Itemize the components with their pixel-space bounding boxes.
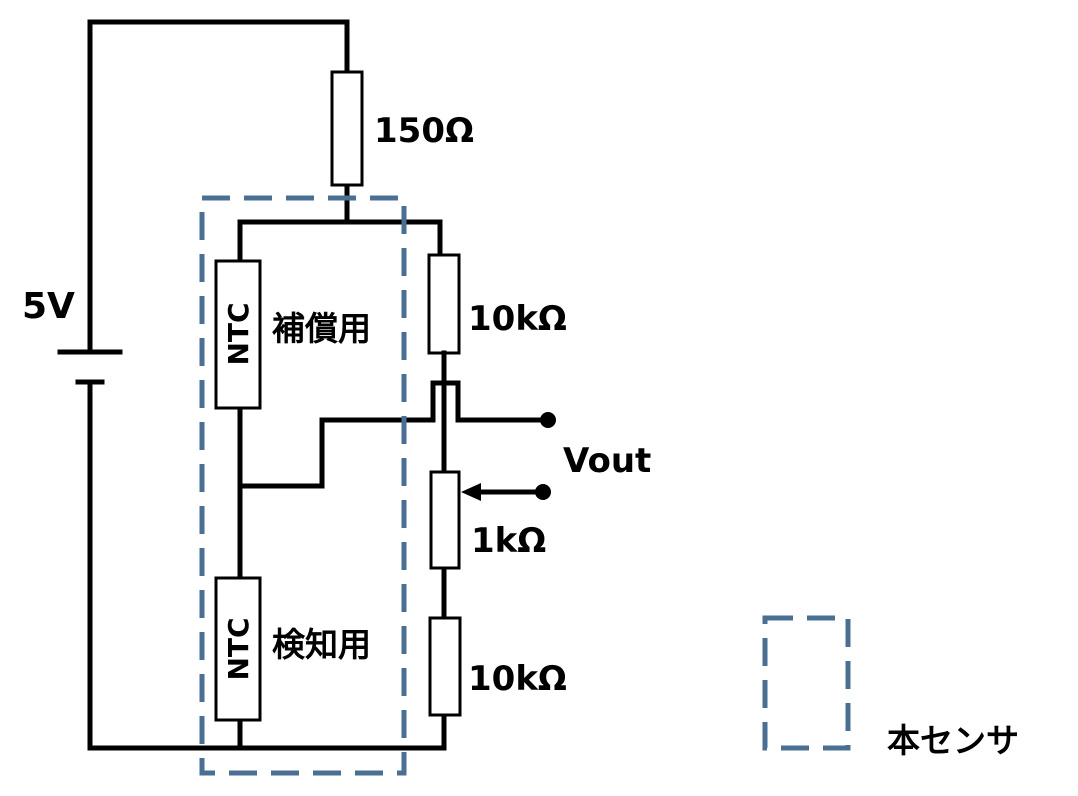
resistor-10k-lower <box>428 616 462 717</box>
ntc-compensation-label: 補償用 <box>272 309 371 348</box>
potentiometer-wiper-arrow <box>461 483 481 501</box>
legend-dashed-box <box>762 615 851 751</box>
resistor-10k-lower-label: 10kΩ <box>468 659 567 699</box>
supply-wiring <box>87 19 443 751</box>
wiper-terminal <box>535 484 551 500</box>
ntc-compensation-type: NTC <box>222 302 255 365</box>
potentiometer-1k <box>429 470 461 570</box>
resistor-10k-upper-label: 10kΩ <box>468 299 567 339</box>
ntc-detection-type: NTC <box>222 617 255 680</box>
ntc-detection-label: 検知用 <box>272 625 371 664</box>
resistor-10k-upper <box>427 253 461 355</box>
resistor-150-label: 150Ω <box>374 111 474 151</box>
resistor-150 <box>330 70 364 187</box>
vout-label: Vout <box>563 441 651 481</box>
legend-label: 本センサ <box>887 721 1019 760</box>
sensor-dashed-box <box>199 195 407 776</box>
ntc-compensation-thermistor <box>214 259 262 410</box>
supply-voltage-label: 5V <box>22 286 75 327</box>
vout-terminal <box>540 412 556 428</box>
potentiometer-1k-label: 1kΩ <box>471 521 546 561</box>
battery-symbol <box>57 349 123 385</box>
top-bus-wire <box>237 219 443 264</box>
ntc-detection-thermistor <box>214 576 262 722</box>
midpoint-to-vout-wire <box>237 380 551 489</box>
